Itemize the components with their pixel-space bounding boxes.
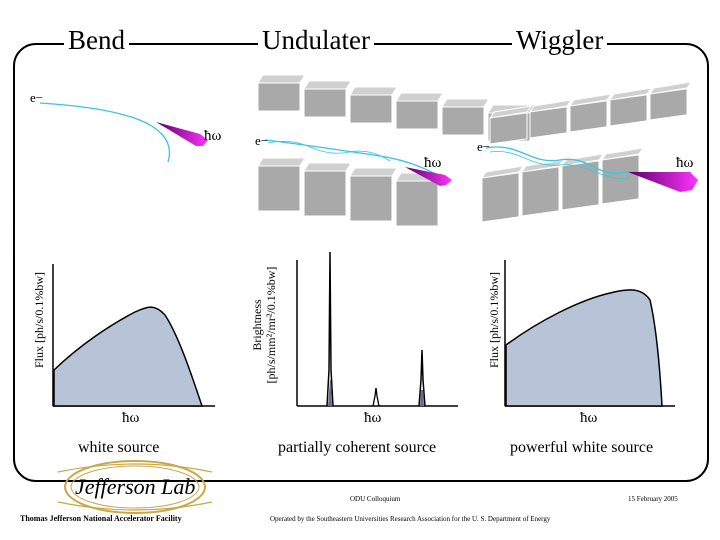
undulator-xlabel: ħω — [364, 410, 382, 426]
wiggler-caption: powerful white source — [510, 439, 654, 456]
bend-photon-cone — [156, 122, 208, 146]
wiggler-header: Wiggler — [512, 27, 608, 54]
undulator-magnets-bottom — [257, 157, 444, 227]
bend-xlabel: ħω — [122, 410, 140, 426]
harmonic-peak-1 — [326, 251, 334, 407]
undulator-photon-label: ħω — [424, 155, 442, 171]
wiggler-xlabel: ħω — [580, 410, 598, 426]
undulator-caption: partially coherent source — [278, 439, 437, 456]
undulator-ylabel-line1: Brightness — [250, 299, 264, 351]
operator-note: Operated by the Southeastern Universitie… — [270, 515, 551, 523]
wiggler-electron-label: e− — [477, 139, 491, 154]
talk-name: ODU Colloquium — [350, 495, 401, 503]
wiggler-magnets-bottom — [480, 147, 644, 223]
wiggler-flux-curve — [505, 289, 663, 407]
bend-photon-label: ħω — [204, 128, 222, 144]
bend-header: Bend — [64, 27, 129, 54]
bend-ylabel: Flux [ph/s/0.1%bw] — [32, 272, 46, 368]
harmonic-peak-3 — [372, 387, 380, 407]
wiggler-ylabel: Flux [ph/s/0.1%bw] — [487, 272, 501, 368]
wiggler-flux-plot — [504, 260, 675, 407]
wiggler-photon-cone — [628, 172, 698, 192]
bend-flux-plot — [52, 264, 215, 407]
undulator-ylabel-line2: [ph/s/mm²/mr²/0.1%bw] — [264, 266, 278, 384]
wiggler-magnets-top — [488, 81, 692, 145]
jefferson-lab-logo-text: Jefferson Lab — [75, 474, 196, 499]
undulator-electron-label: e− — [255, 133, 269, 148]
bend-electron-label: e− — [30, 90, 44, 105]
jefferson-lab-logo — [57, 460, 213, 514]
header-rule-1 — [130, 43, 258, 45]
bend-flux-curve — [53, 306, 204, 407]
wiggler-photon-label: ħω — [676, 155, 694, 171]
undulator-electron-path — [264, 139, 441, 177]
facility-name: Thomas Jefferson National Accelerator Fa… — [20, 514, 182, 523]
undulator-brightness-plot — [296, 251, 458, 407]
undulator-photon-cone — [405, 167, 452, 186]
undulator-ylabel: Brightness [ph/s/mm²/mr²/0.1%bw] — [250, 250, 278, 400]
talk-date: 15 February 2005 — [628, 495, 678, 503]
harmonic-peak-5 — [418, 349, 426, 407]
bend-electron-path — [39, 102, 171, 163]
header-rule-2 — [410, 43, 506, 45]
undulator-magnets-top — [257, 74, 536, 142]
bend-caption: white source — [78, 439, 160, 456]
undulator-header: Undulater — [258, 27, 374, 54]
